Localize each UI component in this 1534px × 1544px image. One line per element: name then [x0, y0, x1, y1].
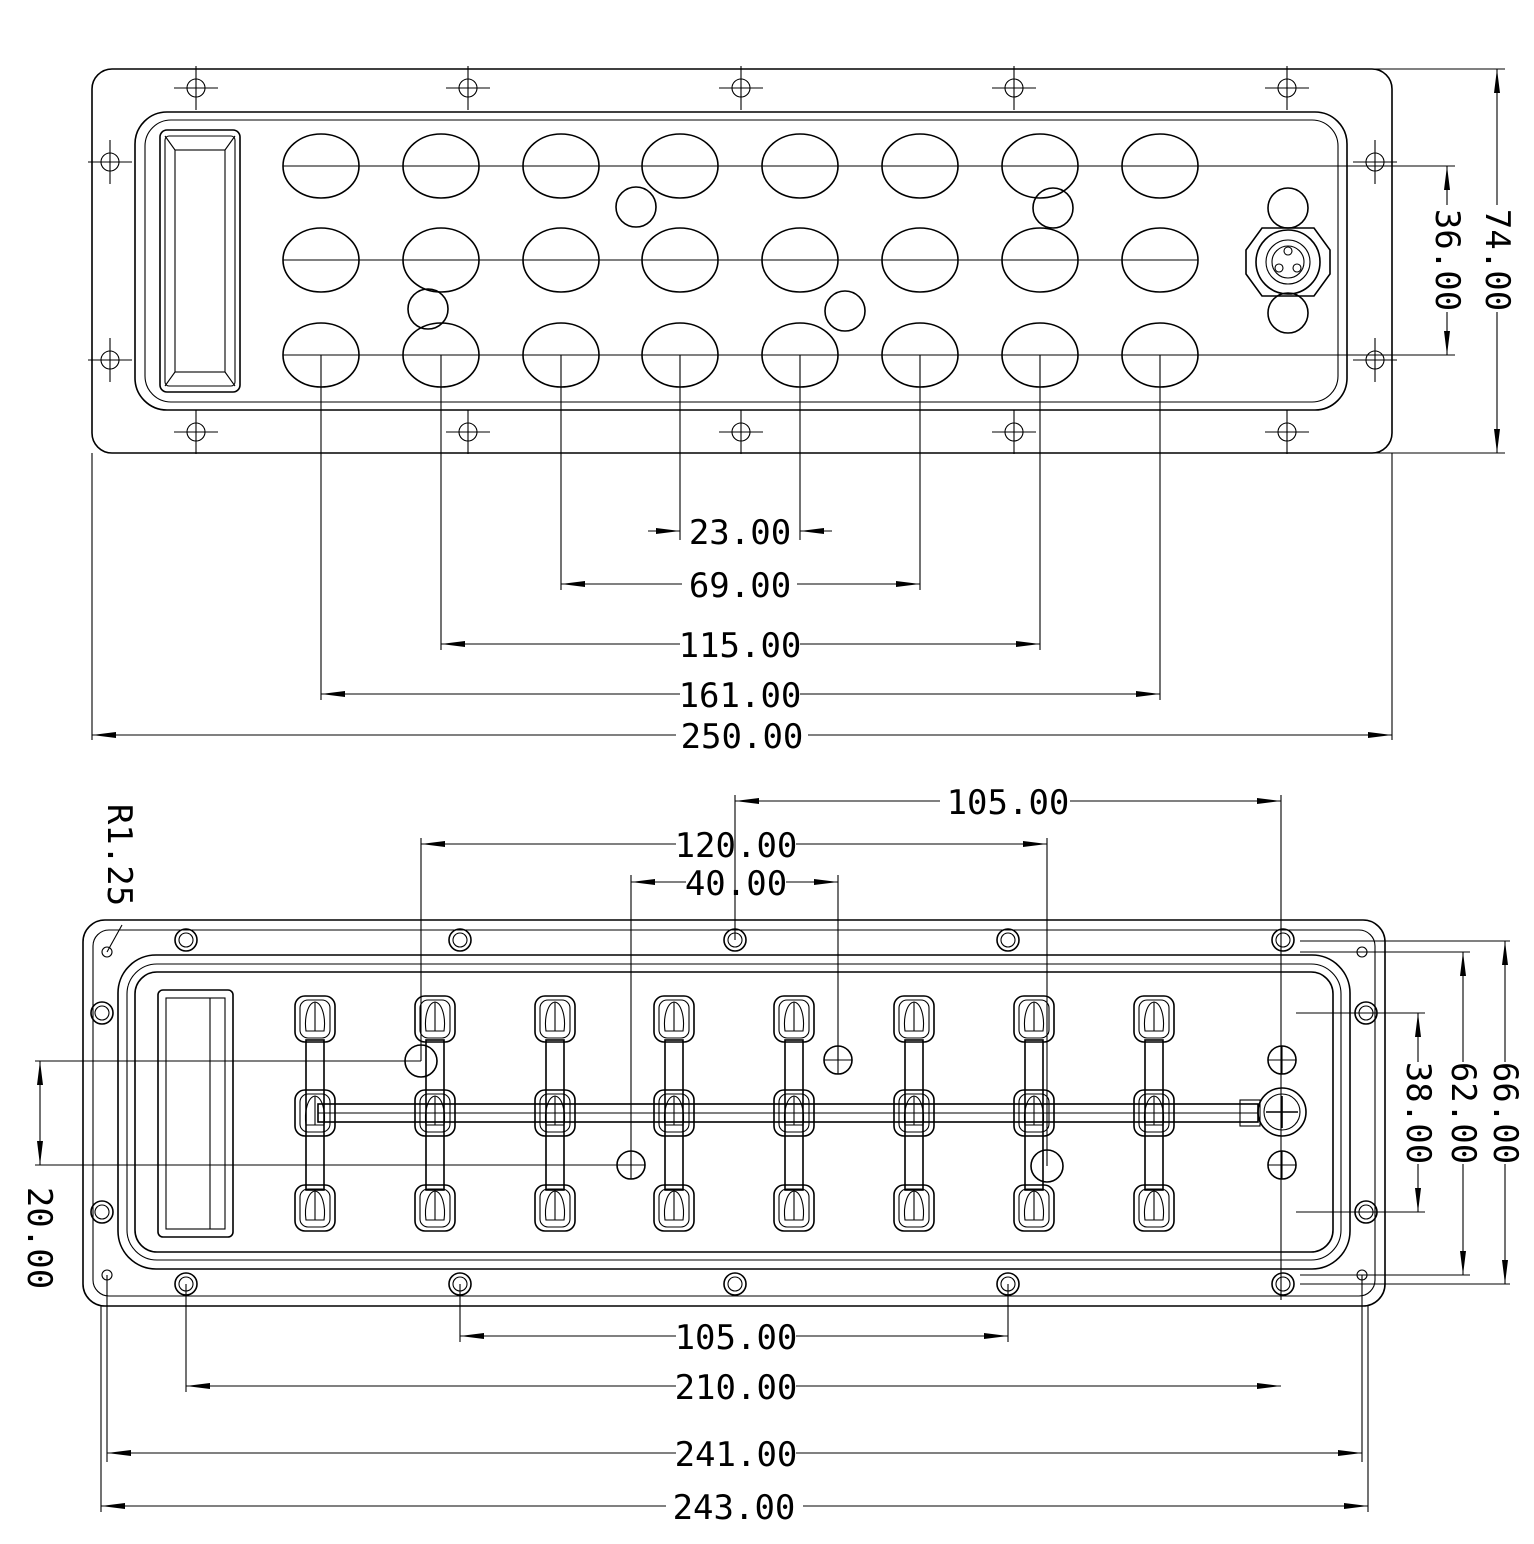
- dim-top-40: 40.00: [685, 864, 787, 904]
- dim-right-62: 62.00: [1443, 1062, 1483, 1164]
- bottom-extension-lines: [35, 795, 1510, 1512]
- dim-overall-height: 74.00: [1477, 209, 1517, 311]
- top-dimension-arrows: [92, 69, 1500, 738]
- dim-corner-radius: R1.25: [99, 804, 139, 906]
- bottom-view: 105.00 120.00 40.00 105.00 210.00 241.00…: [19, 783, 1525, 1528]
- dim-top-120: 120.00: [675, 826, 798, 866]
- top-extension-lines: [91, 68, 1505, 740]
- dim-bottom-105: 105.00: [675, 1318, 798, 1358]
- dim-span-7: 161.00: [679, 676, 802, 716]
- bottom-dimension-lines: [39, 800, 1506, 1507]
- dim-span-3: 69.00: [689, 566, 791, 606]
- top-connector: [1245, 187, 1331, 334]
- top-oval-cutouts: [282, 133, 1199, 388]
- bottom-flange-inner: [92, 929, 1376, 1297]
- bottom-handle: [157, 989, 234, 1238]
- bottom-body-inner: [134, 971, 1334, 1253]
- dim-overall-width: 250.00: [681, 717, 804, 757]
- top-body-outline: [134, 111, 1348, 411]
- bottom-connector: [1239, 1087, 1307, 1137]
- bottom-bus-bar: [317, 1103, 1259, 1123]
- dim-row-pitch: 36.00: [1427, 209, 1467, 311]
- dim-span-5: 115.00: [679, 626, 802, 666]
- bottom-dimension-arrows: [37, 798, 1508, 1509]
- bottom-body-rim: [126, 963, 1342, 1261]
- dim-right-66: 66.00: [1485, 1062, 1525, 1164]
- dim-top-105: 105.00: [947, 783, 1070, 823]
- top-handle: [159, 129, 241, 393]
- top-view: 23.00 69.00 115.00 161.00 250.00 36.00 7…: [87, 65, 1517, 757]
- bottom-mounting-holes: [90, 928, 1378, 1296]
- top-body-inner: [144, 119, 1339, 403]
- dim-bottom-243: 243.00: [673, 1488, 796, 1528]
- dim-pitch: 23.00: [689, 513, 791, 553]
- dim-bottom-210: 210.00: [675, 1368, 798, 1408]
- dim-bottom-241: 241.00: [675, 1435, 798, 1475]
- dim-right-38: 38.00: [1398, 1062, 1438, 1164]
- bottom-flange-outline: [82, 919, 1386, 1307]
- top-flange-outline: [91, 68, 1393, 454]
- bottom-body-outline: [117, 954, 1351, 1270]
- dim-left-20: 20.00: [19, 1187, 59, 1289]
- top-dimension-lines: [92, 69, 1498, 736]
